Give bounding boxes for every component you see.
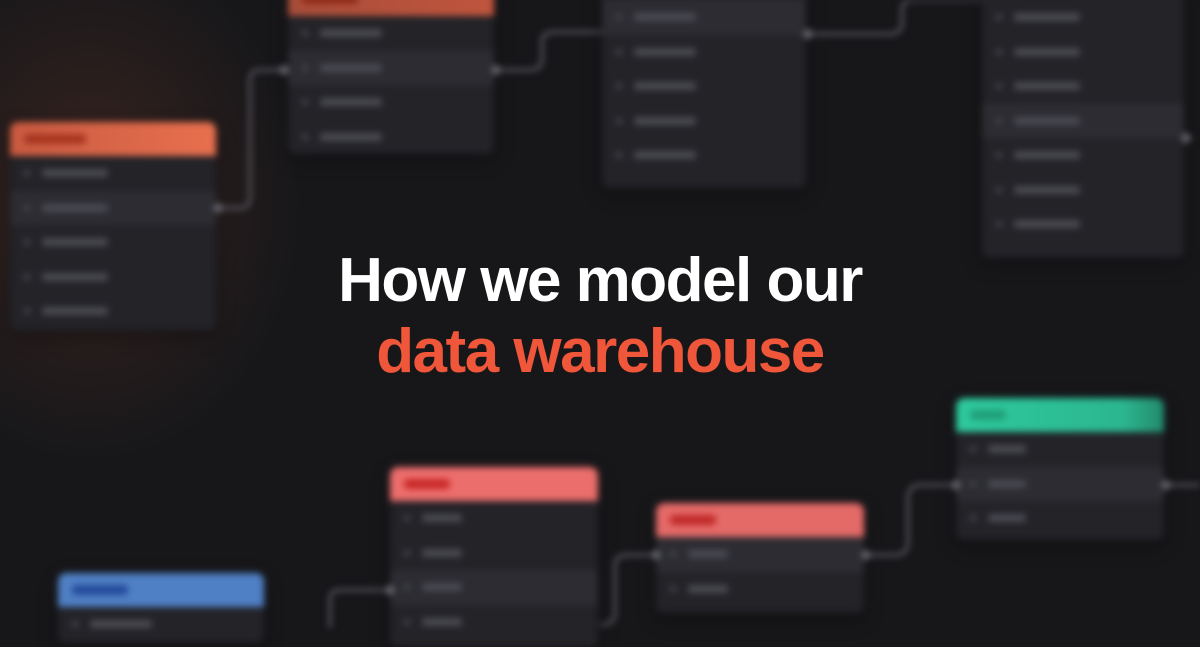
- connector-lines: [218, 0, 1200, 628]
- node-header: [956, 398, 1164, 432]
- node-header: [10, 122, 216, 156]
- node-header: [390, 467, 598, 501]
- table-node-bottom-red-1: [390, 467, 598, 647]
- headline-line-1: How we model our: [338, 246, 863, 315]
- table-node-bottom-red-2: [656, 503, 864, 613]
- node-header: [58, 573, 264, 607]
- er-diagram-background: [10, 0, 1200, 647]
- table-node-top-orange: [288, 0, 494, 154]
- headline-line-2: data warehouse: [376, 317, 825, 386]
- table-node-bottom-blue: [58, 573, 264, 643]
- table-node-left-orange: [10, 122, 216, 330]
- table-node-bottom-green: [956, 398, 1164, 540]
- node-header: [288, 0, 494, 16]
- node-header: [656, 503, 864, 537]
- table-node-top-right: [982, 0, 1184, 258]
- table-node-top-center: [602, 0, 806, 188]
